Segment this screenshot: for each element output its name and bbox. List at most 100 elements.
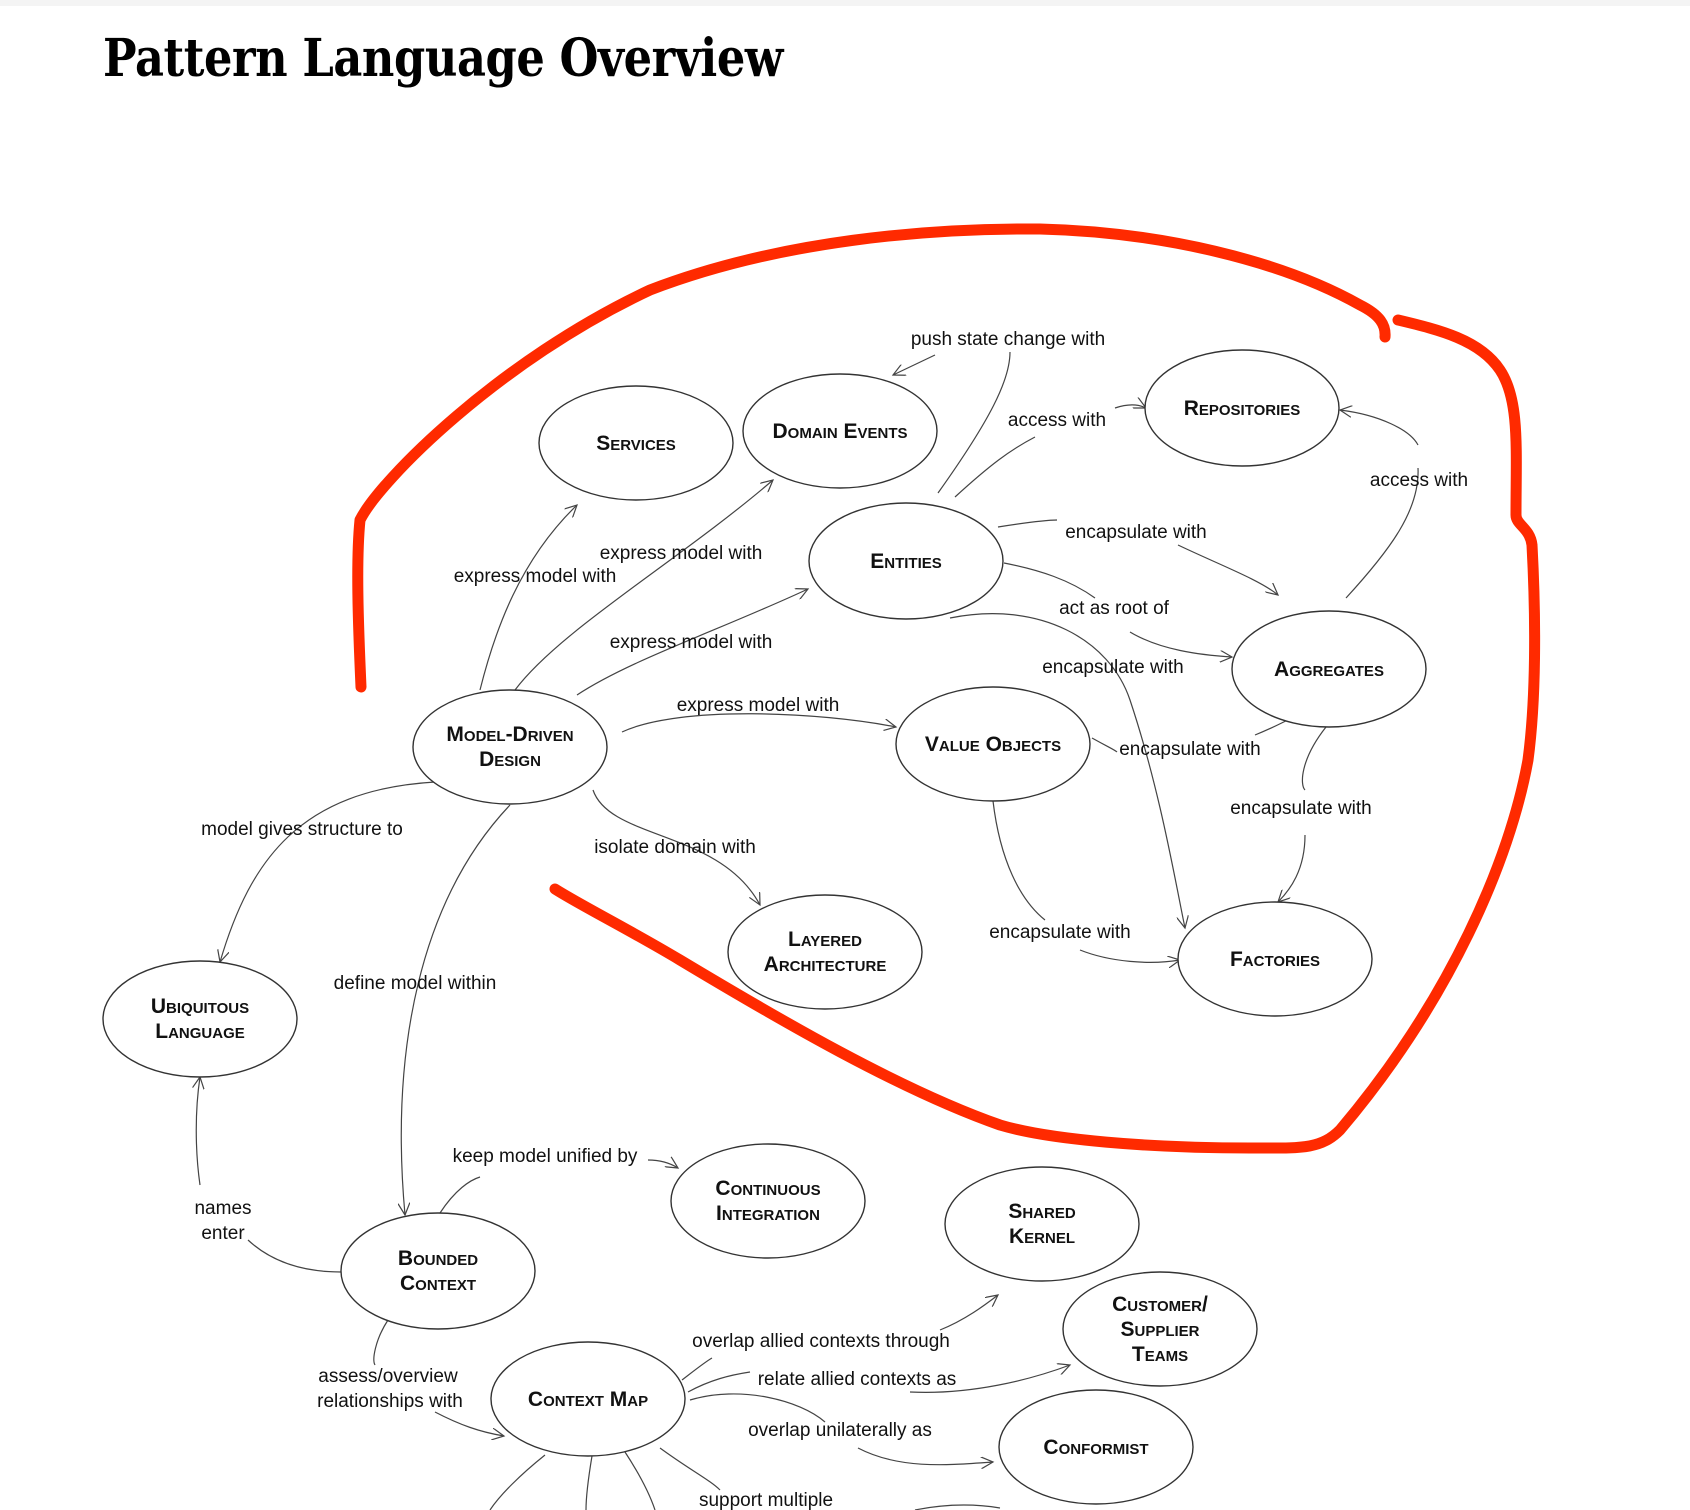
edge-access-arrow [1114,405,1146,408]
node-ubiquitous-language: Ubiquitous Language [102,960,298,1078]
label-overlap-allied: overlap allied contexts through [692,1331,950,1352]
node-label: Ubiquitous [151,995,249,1018]
node-label: Design [479,748,541,771]
edge-push-arrow [893,354,936,375]
node-label: Entities [870,550,942,573]
label-encapsulate-factories: encapsulate with [1042,657,1184,678]
edge-entities-repositories [954,436,1036,498]
edge-bounded-context-map [373,1319,389,1366]
edge-cm-customer [687,1371,751,1393]
node-label: Value Objects [925,733,1061,756]
edge-ci-arrow [647,1160,678,1168]
label-express-domain-events: express model with [600,543,763,564]
label-isolate: isolate domain with [594,837,756,858]
node-label: Layered [788,928,862,951]
edge-mdd-layered [592,789,760,905]
edge-entities-domain-events [937,351,1011,494]
label-express-value-objects: express model with [677,695,840,716]
edge-labels: push state change with access with acces… [194,329,1468,1510]
label-push-state: push state change with [911,329,1105,350]
edge-cs-arrow [909,1365,1070,1393]
node-label: Architecture [764,953,887,976]
edge-aggregates-repositories [1345,467,1419,599]
edge-cm-down1 [489,1454,546,1510]
top-border [0,0,1690,6]
edge-entities-aggregates-encap [997,519,1058,528]
edge-sk-arrow [939,1295,998,1331]
label-access-with: access with [1008,410,1106,431]
edge-cm-conformist [689,1393,826,1423]
edge-entities-aggregates-root [1003,562,1096,599]
label-names: names [194,1198,251,1219]
node-label: Kernel [1009,1225,1075,1248]
label-model-gives: model gives structure to [201,819,403,840]
label-enter: enter [201,1223,245,1244]
label-access-with-2: access with [1370,470,1468,491]
label-encapsulate-agg-fact: encapsulate with [1230,798,1372,819]
label-encapsulate-aggregates: encapsulate with [1065,522,1207,543]
node-label: Context Map [528,1388,648,1411]
node-bounded-context: Bounded Context [340,1212,536,1330]
edge-bounded-ci [439,1176,481,1214]
node-label: Supplier [1120,1318,1199,1341]
node-label: Language [155,1020,245,1043]
node-label: Bounded [398,1247,478,1270]
node-label: Aggregates [1274,658,1384,681]
node-entities: Entities [808,502,1004,620]
edge-conf-arrow [857,1447,993,1465]
edge-cm-arrow [434,1411,504,1436]
label-express-entities: express model with [610,632,773,653]
node-customer-supplier-teams: Customer/ Supplier Teams [1062,1271,1258,1387]
label-express-services: express model with [454,566,617,587]
label-define-within: define model within [334,973,497,994]
node-repositories: Repositories [1144,349,1340,467]
edge-offscreen-node [914,1504,1001,1510]
red-annotation-stroke-2 [549,314,1541,1154]
edge-aggregates-repo-arrow [1340,410,1419,446]
edge-bounded-ubiquitous [196,1077,200,1186]
edge-encap-arrow [1177,544,1278,595]
label-act-as-root: act as root of [1059,598,1170,619]
edge-agg-fact-arrow [1278,834,1306,902]
node-label: Integration [716,1202,820,1225]
node-context-map: Context Map [490,1341,686,1457]
edge-cm-shared-kernel [681,1357,713,1381]
node-services: Services [538,385,734,501]
node-label: Repositories [1184,397,1301,420]
edge-cm-down3 [624,1451,656,1510]
node-aggregates: Aggregates [1231,610,1427,728]
node-label: Factories [1230,948,1320,971]
node-conformist: Conformist [998,1389,1194,1505]
edge-vo-factories [992,800,1046,921]
node-label: Customer/ [1112,1293,1208,1316]
edge-cm-down2 [585,1455,593,1510]
label-encapsulate-vo-fact: encapsulate with [989,922,1131,943]
edge-cm-support [659,1447,721,1491]
node-label: Context [400,1272,476,1295]
node-value-objects: Value Objects [895,686,1091,802]
node-label: Conformist [1043,1436,1148,1459]
node-label: Continuous [715,1177,820,1200]
label-relate-allied: relate allied contexts as [758,1369,957,1390]
edge-mdd-bounded [401,804,511,1215]
edge-root-arrow [1129,631,1232,657]
edge-vo-fact-arrow [1079,949,1180,962]
edge-entities-factories [949,613,1185,928]
node-layered-architecture: Layered Architecture [727,894,923,1010]
red-annotation-stroke-1 [352,223,1391,693]
node-domain-events: Domain Events [742,373,938,489]
node-label: Shared [1008,1200,1076,1223]
label-support-multiple: support multiple [699,1490,833,1510]
edge-mdd-domain-events [514,480,773,691]
edge-vo-aggregates [1091,737,1118,753]
label-keep-unified: keep model unified by [453,1146,638,1167]
node-label: Model-Driven [446,723,573,746]
node-label: Teams [1132,1343,1188,1366]
node-factories: Factories [1177,901,1373,1017]
label-encapsulate-vo-agg: encapsulate with [1119,739,1261,760]
edge-mdd-ubiquitous [220,781,436,962]
node-continuous-integration: Continuous Integration [670,1143,866,1259]
edge-mdd-services [479,505,577,691]
edge-mdd-value-objects [621,713,896,733]
